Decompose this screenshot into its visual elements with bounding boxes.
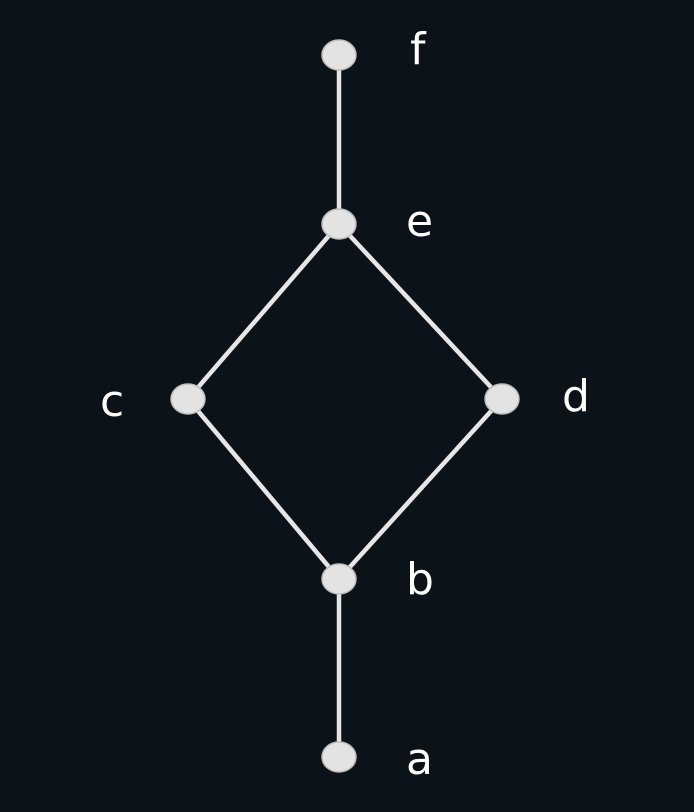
node-e <box>321 208 357 240</box>
edges <box>185 52 505 760</box>
node-f <box>321 39 357 71</box>
node-a <box>321 741 357 773</box>
nodes <box>170 39 520 773</box>
edge-c-b <box>185 396 342 582</box>
node-label-a: a <box>406 734 433 785</box>
edge-e-c <box>185 221 342 402</box>
node-label-f: f <box>410 24 427 75</box>
node-label-d: d <box>562 371 590 422</box>
edge-e-d <box>336 221 505 402</box>
node-label-b: b <box>406 554 434 605</box>
labels: f e c d b a <box>100 24 590 785</box>
node-b <box>321 563 357 595</box>
edge-d-b <box>336 396 505 582</box>
node-label-e: e <box>406 196 433 247</box>
node-d <box>484 383 520 415</box>
node-label-c: c <box>100 376 124 427</box>
node-c <box>170 383 206 415</box>
